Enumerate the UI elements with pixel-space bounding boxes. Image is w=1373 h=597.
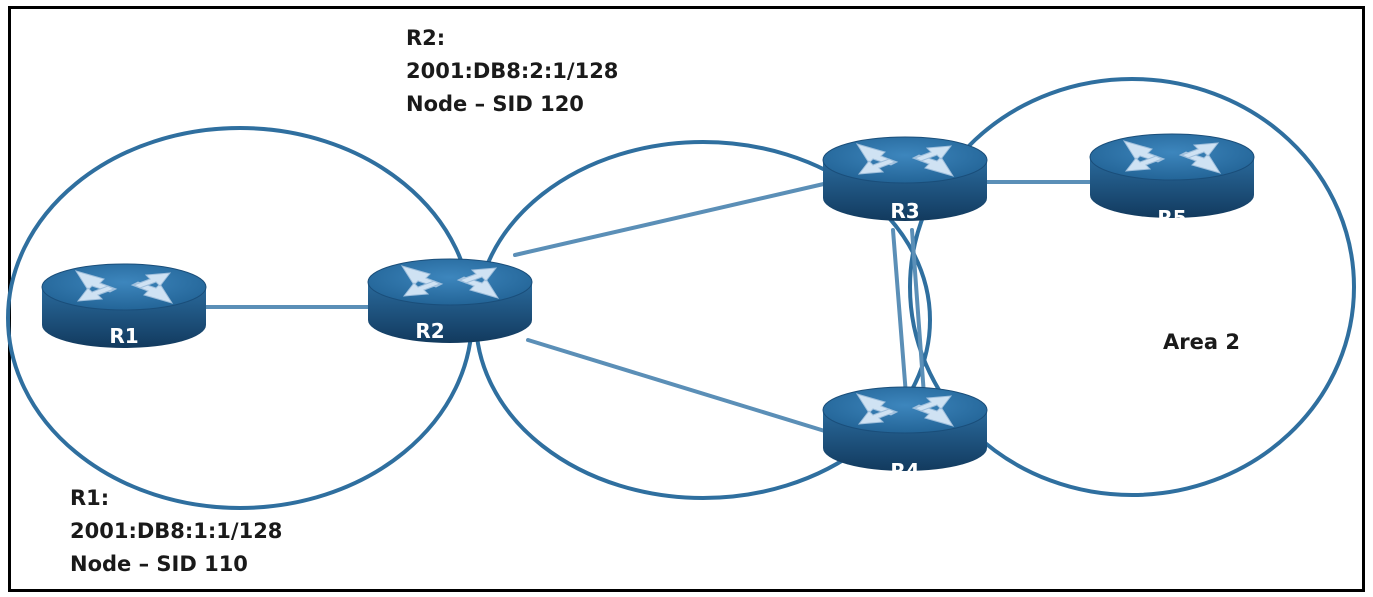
- area-circle-area2: [908, 77, 1356, 497]
- link-r3-r4-b: [910, 228, 926, 397]
- area2-label: Area 2: [1163, 330, 1240, 354]
- link-r2-r4: [526, 338, 830, 434]
- r2-info-name: R2:: [406, 26, 446, 50]
- r1-info-sid: Node – SID 110: [70, 552, 248, 576]
- router-r2: R2: [367, 258, 533, 344]
- link-r3-r4-a: [891, 228, 908, 397]
- router-r5: R5: [1089, 133, 1255, 230]
- router-r4: R4: [822, 386, 988, 483]
- link-r2-r3: [513, 181, 830, 257]
- r1-info-name: R1:: [70, 486, 110, 510]
- r1-info-address: 2001:DB8:1:1/128: [70, 519, 283, 543]
- router-r3: R3: [822, 136, 988, 223]
- router-r3-label: R3: [890, 199, 919, 223]
- r2-info-address: 2001:DB8:2:1/128: [406, 59, 619, 83]
- router-r5-label: R5: [1157, 206, 1186, 230]
- r1-info-note: R1: 2001:DB8:1:1/128 Node – SID 110: [70, 482, 282, 581]
- router-r1-label: R1: [109, 324, 138, 348]
- router-r4-label: R4: [890, 459, 919, 483]
- r2-info-note: R2: 2001:DB8:2:1/128 Node – SID 120: [406, 22, 618, 121]
- r2-info-sid: Node – SID 120: [406, 92, 584, 116]
- router-r2-label: R2: [415, 319, 444, 343]
- router-r1: R1: [41, 263, 207, 349]
